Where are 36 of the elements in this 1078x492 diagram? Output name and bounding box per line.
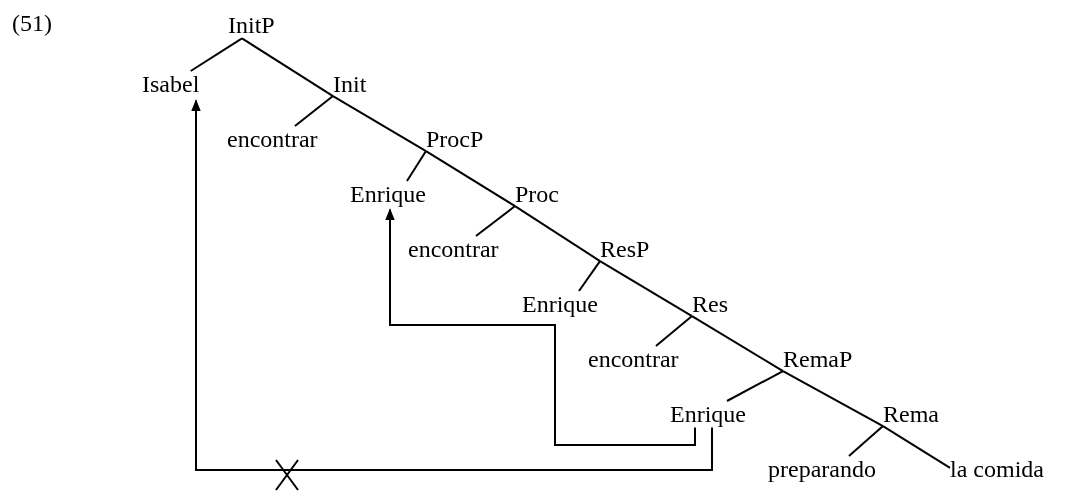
branch-line [425,150,516,208]
branch-line [782,370,884,428]
tree-node-label: Enrique [670,401,746,428]
tree-node-label: Init [333,71,367,98]
branch-line [882,425,951,469]
branch-line [726,370,784,402]
tree-node-label: encontrar [408,236,499,263]
movement-arrow [385,208,696,446]
example-number: (51) [12,10,52,37]
tree-node-label: Res [692,291,728,318]
tree-node-label: Enrique [522,291,598,318]
tree-node-label: RemaP [783,346,853,373]
tree-node-label: Rema [883,401,939,428]
branch-line [599,260,693,318]
branch-line [332,95,427,153]
tree-node-label: InitP [228,12,275,39]
branch-line [293,95,334,127]
tree-node-label: Enrique [350,181,426,208]
tree-node-label: Isabel [142,71,200,98]
tree-node-label: ResP [600,236,650,263]
branch-line [241,37,334,98]
tree-node-label: encontrar [588,346,679,373]
tree-node-label: Proc [515,181,559,208]
branch-line [474,205,516,237]
branch-line [406,150,427,182]
branch-line [578,260,601,292]
movement-arrow [191,99,713,471]
branch-line [691,315,784,373]
tree-node-label: encontrar [227,126,318,153]
tree-node-label: preparando [768,456,876,483]
tree-node-label: ProcP [426,126,484,153]
tree-node-label: la comida [950,456,1044,483]
branch-line [189,37,243,72]
branch-line [654,315,693,347]
branch-line [514,205,601,263]
branch-line [847,425,884,457]
